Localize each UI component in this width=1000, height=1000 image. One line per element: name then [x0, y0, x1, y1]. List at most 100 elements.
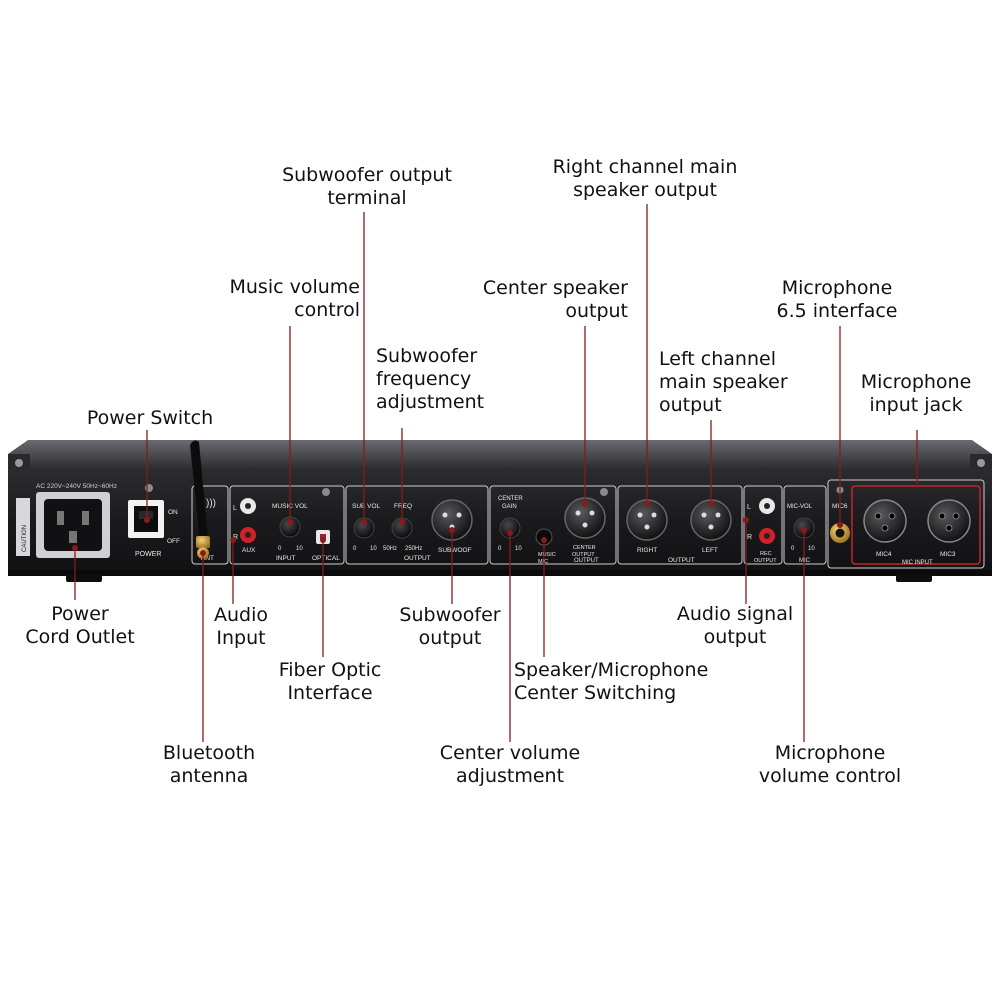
rocker-top [139, 511, 153, 519]
sub-vol-max: 10 [370, 546, 377, 552]
optical-label: OPTICAL [312, 555, 340, 562]
mic-input-label: MIC INPUT [902, 560, 933, 566]
rec-output-section-frame [743, 485, 783, 565]
leader-dot [644, 501, 650, 507]
rack-top-lip [8, 440, 992, 470]
iec-pin [57, 511, 64, 525]
mic-vol-max: 10 [808, 546, 815, 552]
panel-screw-icon [322, 488, 330, 496]
rack-screw-icon [15, 459, 23, 467]
xlr-pin [708, 524, 714, 530]
label-audio-signal-output: Audio signal output [676, 603, 794, 648]
sub-output-section-frame [345, 485, 489, 565]
music-vol-min: 0 [278, 546, 282, 552]
power-label: POWER [135, 551, 161, 558]
label-subwoofer-frequency-adjustment: Subwoofer frequency adjustment [376, 345, 485, 413]
off-label: OFF [167, 538, 180, 545]
leader-dot [708, 501, 714, 507]
center-section-frame [489, 485, 617, 565]
label-left-channel-main-speaker-output: Left channel main speaker output [659, 348, 788, 416]
rubber-foot [66, 574, 102, 582]
xlr-pin [589, 510, 595, 516]
xlr-pin [715, 512, 721, 518]
rca-center [764, 533, 770, 539]
label-power-cord-outlet: Power Cord Outlet [25, 603, 135, 648]
label-music-volume-control: Music volume control [229, 276, 361, 321]
xlr-pin [575, 510, 581, 516]
leader-dot [72, 545, 78, 551]
ant-section-frame [191, 485, 229, 565]
bluetooth-antenna[interactable] [190, 440, 210, 559]
label-center-volume-adjustment: Center volume adjustment [439, 742, 581, 787]
sub-output-label: OUTPUT [404, 555, 431, 562]
iec-pin [69, 531, 77, 543]
label-bluetooth-antenna: Bluetooth antenna [162, 742, 256, 787]
leader-dot [837, 522, 843, 528]
right-output-label: RIGHT [637, 547, 657, 554]
xlr-socket-hole [945, 524, 953, 532]
caution-text: CAUTION [22, 525, 28, 552]
aux-l-label: L [233, 505, 237, 512]
leader-dot [144, 517, 150, 523]
xlr-pin [701, 512, 707, 518]
panel-screw-icon [600, 488, 608, 496]
leader-dot [287, 519, 293, 525]
panel-screw-icon [145, 484, 153, 492]
label-speaker-microphone-center-switching: Speaker/Microphone Center Switching [514, 659, 709, 704]
leader-dot [743, 517, 749, 523]
leader-dot [361, 519, 367, 525]
leader-dot [801, 527, 807, 533]
freq-50hz-label: 50Hz [383, 546, 397, 552]
leader-dot [320, 537, 326, 543]
xlr-pin [442, 512, 448, 518]
mic-vol-label: MIC-VOL [787, 504, 813, 510]
mic-switch-label: MIC [538, 559, 548, 565]
leader-dot [582, 501, 588, 507]
label-power-switch: Power Switch [86, 407, 214, 429]
input-section-frame [229, 485, 345, 565]
xlr-socket-hole [881, 524, 889, 532]
subwoof-label: SUBWOOF [438, 547, 472, 554]
music-vol-max: 10 [296, 546, 303, 552]
label-audio-input: Audio Input [213, 604, 268, 649]
iec-pin [82, 511, 89, 525]
label-subwoofer-output-terminal: Subwoofer output terminal [282, 164, 452, 209]
chassis-bottom-edge [8, 570, 992, 576]
main-output-label: OUTPUT [668, 557, 695, 564]
label-center-speaker-output: Center speaker output [482, 277, 628, 322]
label-right-channel-main-speaker-output: Right channel main speaker output [552, 156, 738, 201]
xlr-mic4-input[interactable] [863, 499, 907, 543]
xlr-socket-hole [874, 512, 882, 520]
mic-input-section-frame [827, 479, 985, 569]
mic3-label: MIC3 [940, 551, 956, 558]
xlr-pin [644, 524, 650, 530]
mic4-label: MIC4 [876, 551, 892, 558]
label-microphone-6-5-interface: Microphone 6.5 interface [776, 277, 898, 322]
center-gain-min: 0 [498, 546, 502, 552]
label-fiber-optic-interface: Fiber Optic Interface [278, 659, 382, 704]
rubber-foot [896, 574, 932, 582]
xlr-mic3-input[interactable] [927, 499, 971, 543]
mic-input-highlight-box [851, 485, 981, 565]
rca-center [245, 532, 251, 538]
label-microphone-volume-control: Microphone volume control [758, 742, 902, 787]
on-label: ON [168, 509, 178, 516]
sub-vol-min: 0 [353, 546, 357, 552]
freq-label: FREQ [394, 503, 412, 510]
mic-vol-section-frame [783, 485, 827, 565]
xlr-socket-hole [938, 512, 946, 520]
xlr-pin [637, 512, 643, 518]
xlr-pin [582, 522, 588, 528]
leader-dot [399, 519, 405, 525]
ant-label: ANT [201, 555, 214, 562]
label-subwoofer-output: Subwoofer output [399, 604, 501, 649]
sub-vol-label: SUB VOL [352, 503, 381, 510]
music-switch-label: MUSIC [538, 552, 556, 558]
leader-dot [507, 530, 513, 536]
left-output-label: LEFT [702, 547, 718, 554]
